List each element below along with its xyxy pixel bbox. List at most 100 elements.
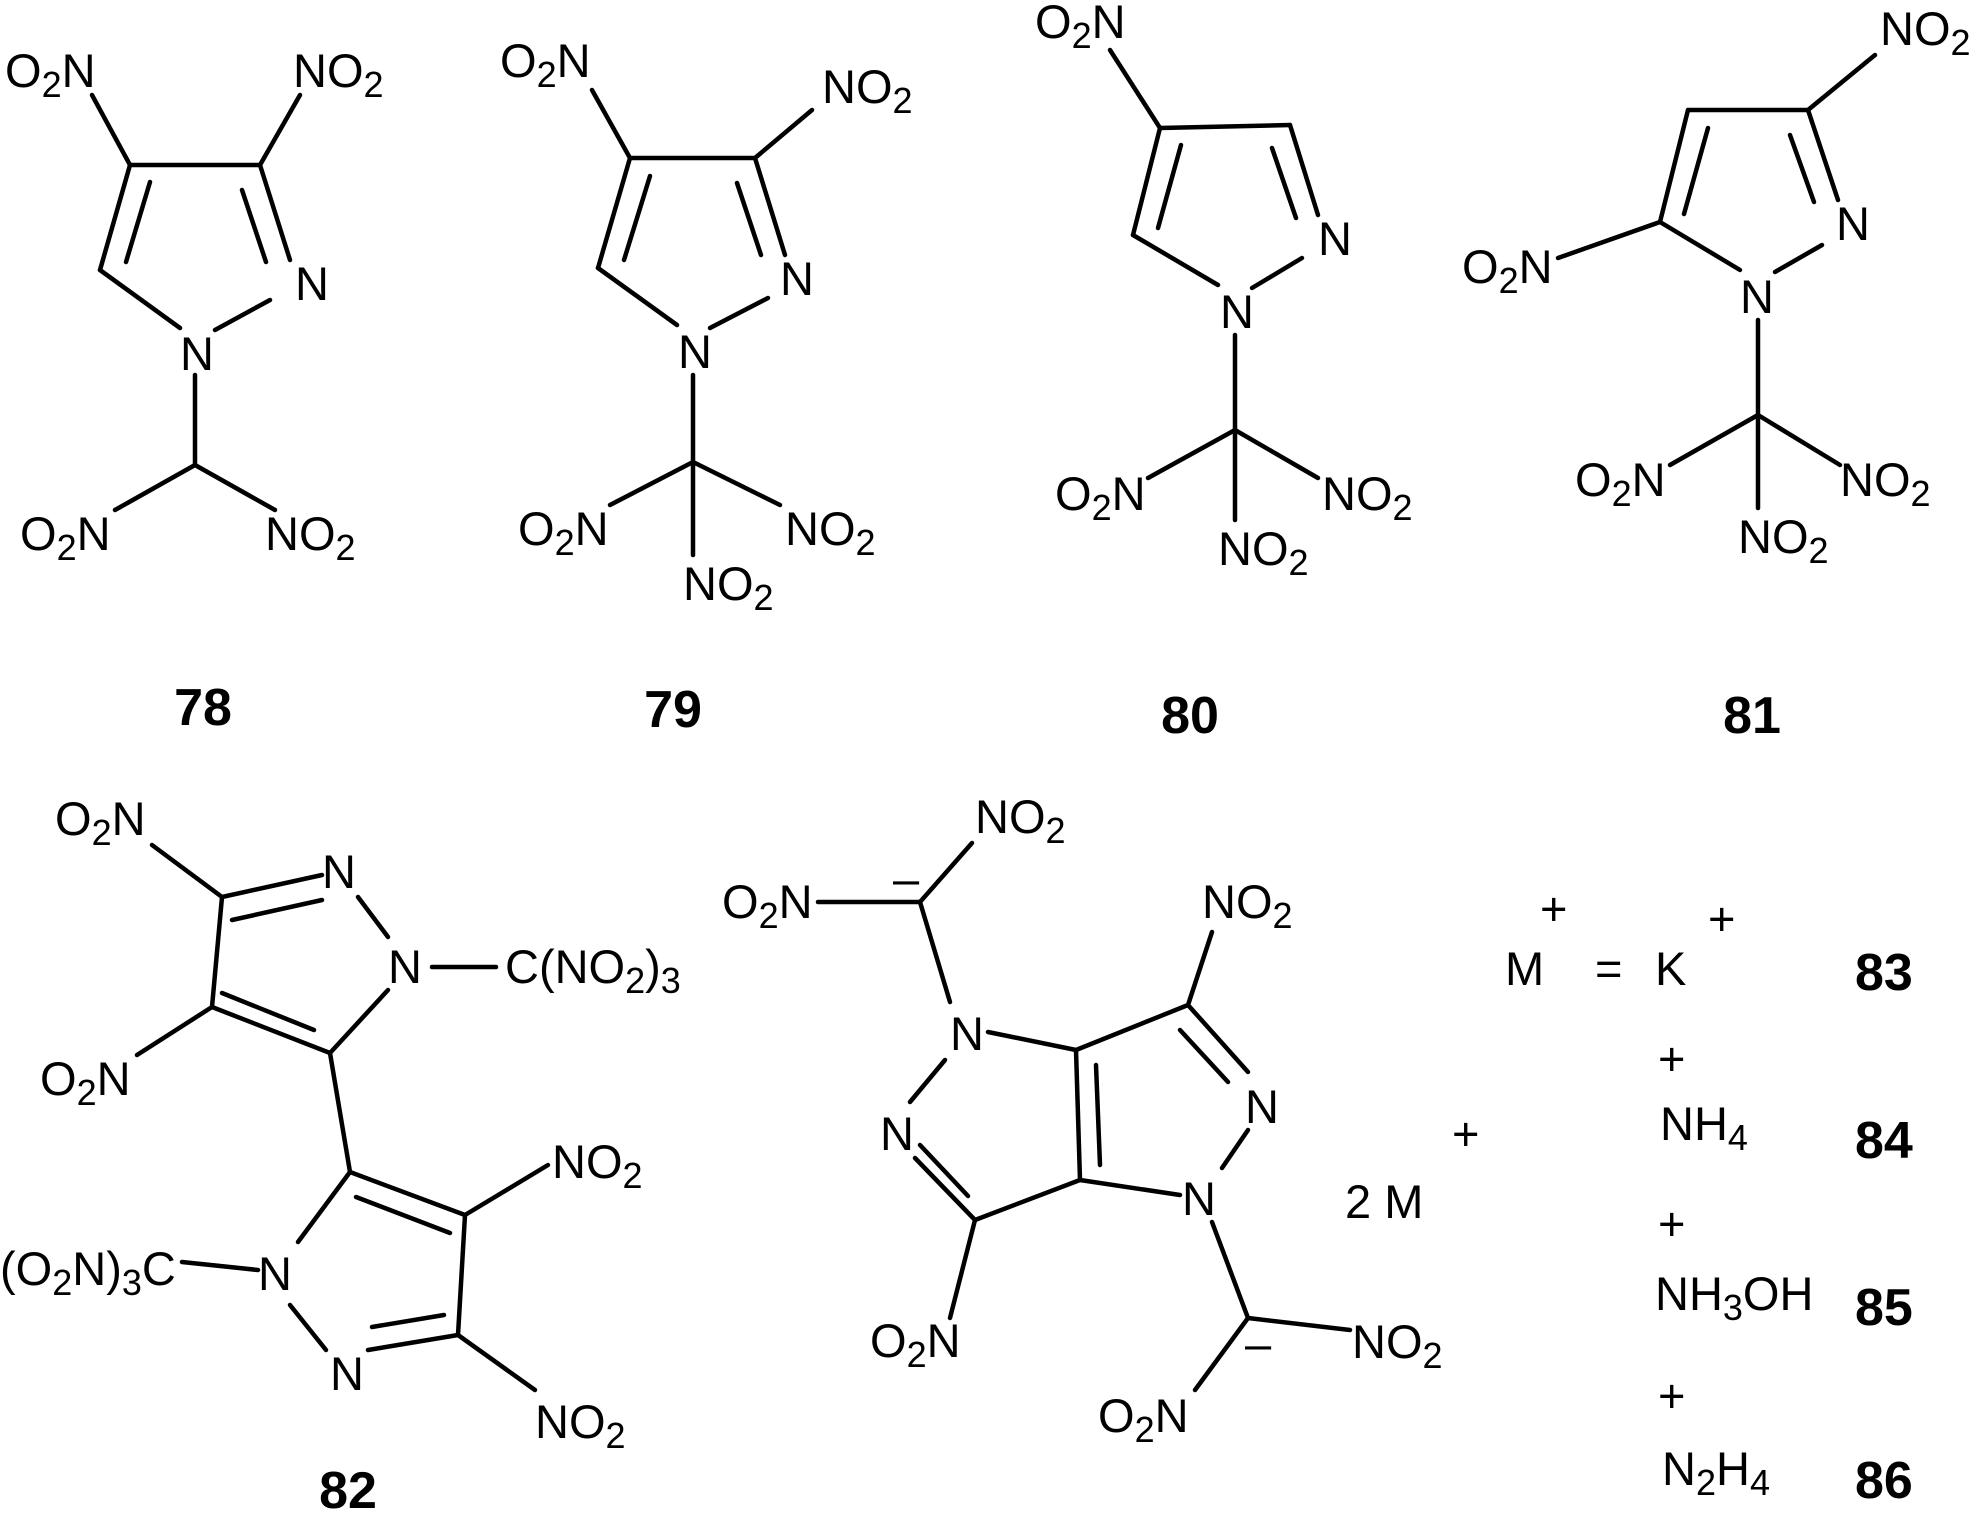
bond	[917, 840, 975, 905]
ring-nitrogen: N	[678, 325, 712, 378]
nitro-group: O2N	[1098, 1389, 1189, 1450]
compound-79: N N O2N NO2 O2N NO2 NO2 79	[500, 34, 913, 739]
bond	[1269, 145, 1299, 221]
bond	[369, 1312, 447, 1330]
bond	[97, 267, 183, 331]
bond	[257, 162, 293, 263]
dianion-structure: – O2N NO2 N N O2N N N NO2 – NO2 O2N 2 M …	[722, 790, 1479, 1450]
bond	[1805, 52, 1878, 113]
bond	[455, 1332, 538, 1393]
nitro-group: O2N	[1575, 453, 1666, 514]
cation-formula: N2H4	[1662, 1442, 1770, 1503]
ring-nitrogen: N	[1836, 197, 1870, 250]
cation-charge: +	[1658, 1197, 1685, 1250]
bond	[1073, 1002, 1191, 1053]
bond	[707, 295, 771, 331]
bond	[455, 1212, 468, 1338]
bond	[1192, 1315, 1251, 1393]
bond	[621, 173, 653, 263]
ring-nitrogen: N	[1740, 270, 1774, 323]
bond	[212, 297, 273, 333]
bond	[1787, 132, 1817, 205]
ring-nitrogen: N	[1182, 1172, 1216, 1225]
nitro-group: NO2	[265, 507, 356, 568]
bond	[89, 92, 133, 168]
bond	[123, 179, 153, 265]
nitro-group: O2N	[500, 34, 591, 95]
bond	[365, 1332, 461, 1353]
compound-label: 84	[1855, 1112, 1913, 1170]
carbanion-charge: –	[1245, 1317, 1272, 1370]
cation-symbol: M	[1505, 942, 1544, 995]
bond	[947, 1217, 978, 1321]
bond	[1177, 1027, 1231, 1085]
bond	[1130, 125, 1163, 238]
equals-sign: =	[1595, 942, 1622, 995]
ring-nitrogen: N	[1318, 212, 1352, 265]
bond	[734, 180, 764, 258]
compound-label: 86	[1855, 1452, 1913, 1510]
bond	[295, 1169, 353, 1245]
trinitromethyl-group: (O2N)3C	[0, 1242, 176, 1303]
bond	[1772, 242, 1825, 275]
bond	[1249, 255, 1305, 291]
cation-formula: K	[1655, 942, 1686, 995]
bond	[209, 1004, 333, 1056]
carbanion-charge: –	[893, 852, 920, 905]
bond	[229, 897, 325, 923]
bond	[1145, 427, 1238, 481]
bond	[907, 1057, 948, 1105]
ring-nitrogen: N	[330, 1347, 364, 1400]
nitro-group: NO2	[1352, 1315, 1443, 1376]
cation-charge: +	[1658, 1032, 1685, 1085]
nitro-group: NO2	[293, 44, 384, 105]
ring-nitrogen: N	[780, 252, 814, 305]
bond	[209, 894, 225, 1010]
ring-nitrogen: N	[295, 257, 329, 310]
nitro-group: NO2	[1322, 467, 1413, 528]
bond	[752, 155, 788, 258]
compound-label: 85	[1855, 1279, 1913, 1337]
compound-78: N N O2N NO2 O2N NO2 78	[5, 44, 384, 737]
bond	[149, 842, 225, 900]
bond	[219, 990, 317, 1033]
bond	[1155, 142, 1184, 231]
cation-legend: M + = K + 83 + NH4 84 + NH3OH 85 + N2H4 …	[1505, 882, 1913, 1510]
compound-label: 79	[644, 681, 702, 739]
compound-label: 81	[1723, 687, 1781, 745]
ring-nitrogen: N	[388, 940, 422, 993]
bond	[1755, 412, 1843, 468]
bond	[1185, 1002, 1251, 1075]
bond	[595, 155, 633, 271]
compound-label: 78	[174, 679, 232, 737]
nitro-group: NO2	[535, 1395, 626, 1456]
nitro-group: O2N	[722, 875, 813, 936]
nitro-group: NO2	[822, 60, 913, 121]
bond	[327, 1050, 353, 1175]
nitro-group: O2N	[40, 1052, 131, 1113]
bond	[353, 1194, 453, 1236]
nitro-group: NO2	[683, 557, 774, 618]
compound-label: 80	[1161, 687, 1219, 745]
bond	[1555, 219, 1663, 261]
bond	[607, 459, 696, 508]
bond	[239, 187, 269, 265]
bond	[134, 1004, 215, 1058]
bond	[985, 1029, 1079, 1053]
bond	[97, 162, 133, 273]
nitro-group: O2N	[20, 507, 111, 568]
nitro-group: NO2	[1840, 453, 1931, 514]
nitro-group: O2N	[518, 502, 609, 563]
nitro-group: O2N	[1035, 0, 1126, 56]
bond	[912, 1155, 978, 1223]
bond	[595, 265, 680, 328]
nitro-group: NO2	[1202, 875, 1293, 936]
nitro-group: O2N	[5, 44, 96, 105]
bond	[179, 1259, 261, 1273]
bond	[1107, 47, 1163, 131]
ring-nitrogen: N	[950, 1007, 984, 1060]
cation-formula: NH3OH	[1655, 1267, 1813, 1328]
cation-charge: +	[1658, 1369, 1685, 1422]
